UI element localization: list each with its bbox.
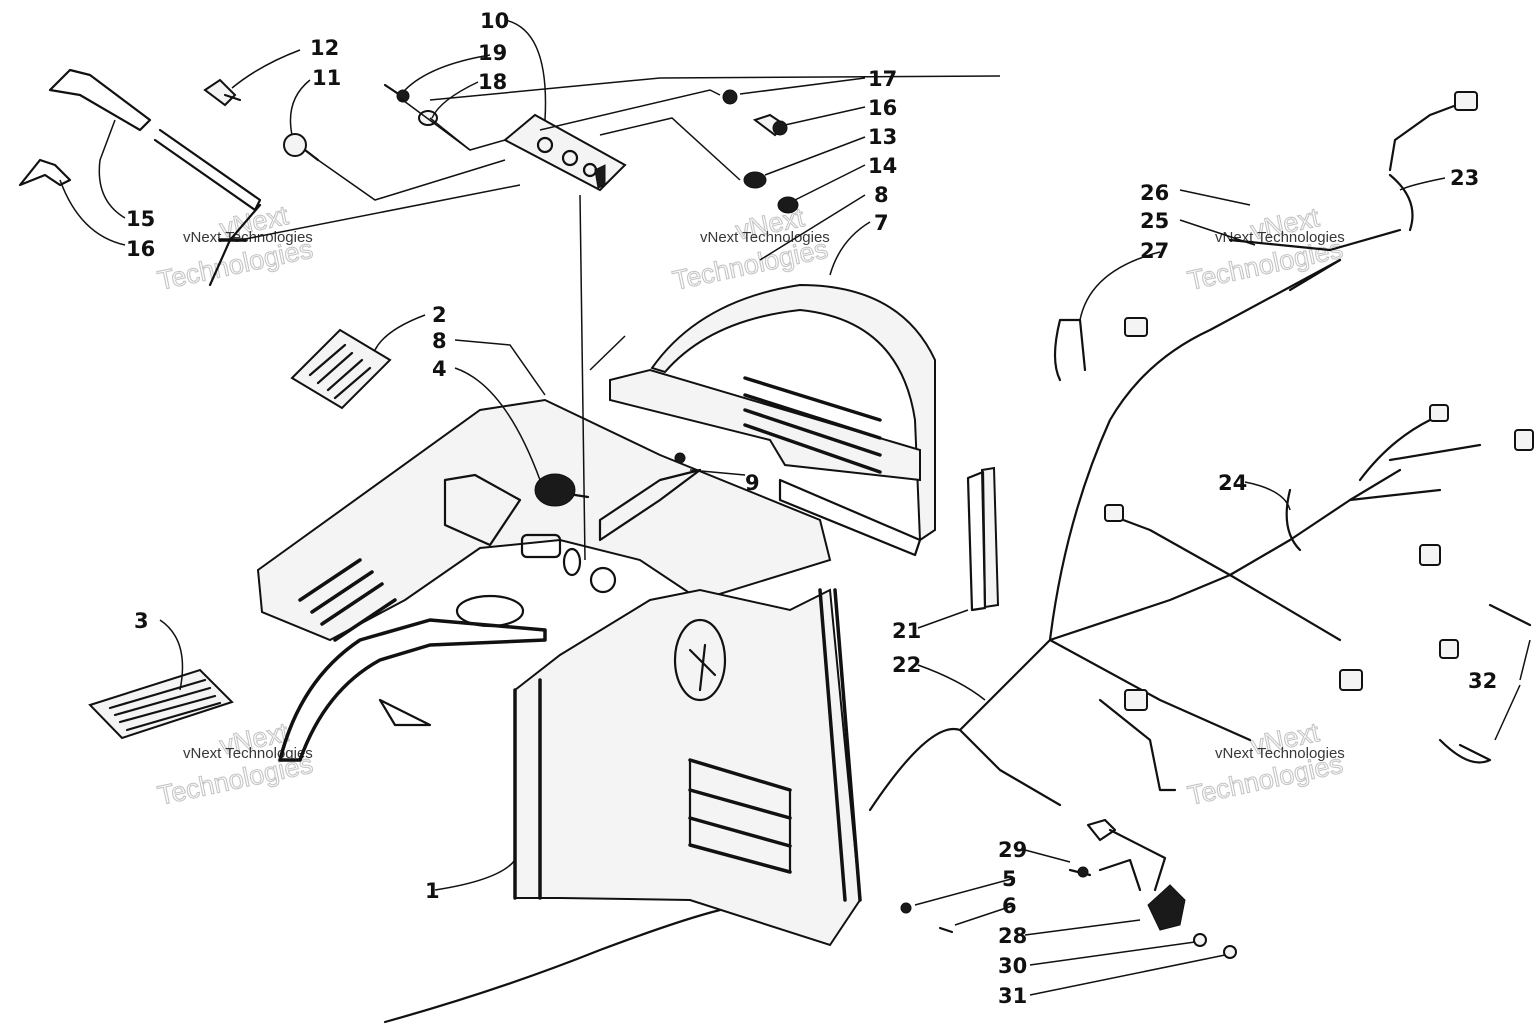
leader-lines [59,19,1531,996]
callout-6: 6 [1002,894,1017,918]
svg-text:vNext Technologies: vNext Technologies [183,229,313,246]
callout-14: 14 [868,154,897,178]
callout-18: 17 [868,67,897,91]
callout-29: 29 [998,838,1027,862]
callout-32: 32 [1468,669,1497,693]
decal-part-2 [290,328,522,547]
callout-15: 15 [126,207,155,231]
watermark-top-center: vNext Technologies vNext Technologies [669,202,831,297]
callout-21: 21 [892,619,921,643]
callout-26: 26 [1140,181,1169,205]
wiring-harness [868,91,1534,812]
rear-shroud [598,283,936,557]
callout-8-top: 8 [874,183,889,207]
callout-3: 3 [134,609,149,633]
callout-31: 31 [998,984,1027,1008]
callout-2: 2 [432,303,447,327]
hardware-small [203,78,799,214]
callout-27: 27 [1140,239,1169,263]
decal-part-3 [88,668,234,740]
callout-5: 5 [1002,867,1017,891]
callout-22: 22 [892,653,921,677]
callout-25: 25 [1140,209,1169,233]
callout-28: 28 [998,924,1027,948]
callout-1: 1 [425,879,440,903]
callout-4: 4 [432,357,447,381]
callout-30: 30 [998,954,1027,978]
callout-17: 16 [868,96,897,120]
callout-19: 18 [478,70,507,94]
watermark-top-left: vNext Technologies vNext Technologies [154,200,316,297]
knob-part-4 [534,473,590,507]
callout-7: 7 [874,211,889,235]
console-housing [256,398,862,947]
callout-23: 23 [1450,166,1479,190]
watermark-bottom-right: vNext Technologies vNext Technologies [1184,717,1346,812]
svg-text:vNext Technologies: vNext Technologies [700,229,830,246]
callout-labels: 10 12 19 11 18 17 16 13 14 8 7 15 16 26 … [126,9,1497,1008]
callout-8-left: 8 [432,329,447,353]
callout-11: 11 [312,66,341,90]
callout-10: 10 [480,9,509,33]
callout-12: 12 [310,36,339,60]
svg-text:vNext Technologies: vNext Technologies [1215,745,1345,762]
watermark-bottom-left: vNext Technologies vNext Technologies [154,717,316,812]
callout-9: 9 [745,471,760,495]
regulator-part-28 [900,818,1237,959]
instrument-bezel-part-10 [503,113,627,192]
switch-cable-parts-15-16 [18,68,262,287]
callout-13: 13 [868,125,897,149]
callout-20: 19 [478,41,507,65]
callout-24: 24 [1218,471,1247,495]
callout-16: 16 [126,237,155,261]
strip-part-21 [966,466,1000,612]
